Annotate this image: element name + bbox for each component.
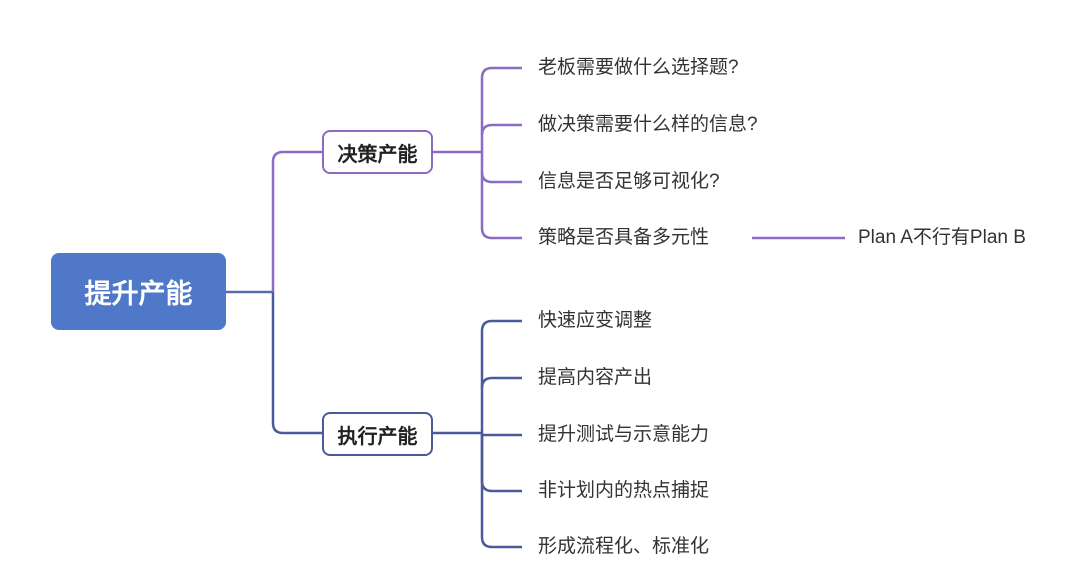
- connector-branch-2: [271, 292, 322, 435]
- leaf-node[interactable]: 非计划内的热点捕捉: [538, 480, 710, 501]
- connector-b2-leaf-2: [480, 376, 522, 389]
- root-node[interactable]: 提升产能: [51, 253, 226, 330]
- connector-b2-leaf-4: [480, 433, 522, 493]
- connector-b1-leaf-3: [480, 171, 522, 184]
- connector-b2-leaf-1: [480, 319, 522, 433]
- connector-b1-leaf-4: [480, 152, 522, 240]
- leaf-node[interactable]: 提高内容产出: [538, 367, 653, 388]
- leaf-node[interactable]: 快速应变调整: [538, 310, 653, 331]
- sub-leaf-node[interactable]: Plan A不行有Plan B: [858, 227, 1026, 248]
- branch-node-execution[interactable]: 执行产能: [322, 412, 433, 456]
- leaf-node[interactable]: 信息是否足够可视化?: [538, 171, 720, 192]
- leaf-node[interactable]: 做决策需要什么样的信息?: [538, 114, 758, 135]
- connector-b2-leaf-5: [480, 433, 522, 549]
- connector-b1-leaf-2: [480, 123, 522, 136]
- connector-b1-leaf-1: [480, 66, 522, 152]
- branch-node-decision[interactable]: 决策产能: [322, 130, 433, 174]
- leaf-node[interactable]: 形成流程化、标准化: [538, 536, 710, 557]
- leaf-node[interactable]: 策略是否具备多元性: [538, 227, 710, 248]
- leaf-node[interactable]: 老板需要做什么选择题?: [538, 57, 739, 78]
- connector-branch-1: [271, 150, 322, 292]
- leaf-node[interactable]: 提升测试与示意能力: [538, 424, 710, 445]
